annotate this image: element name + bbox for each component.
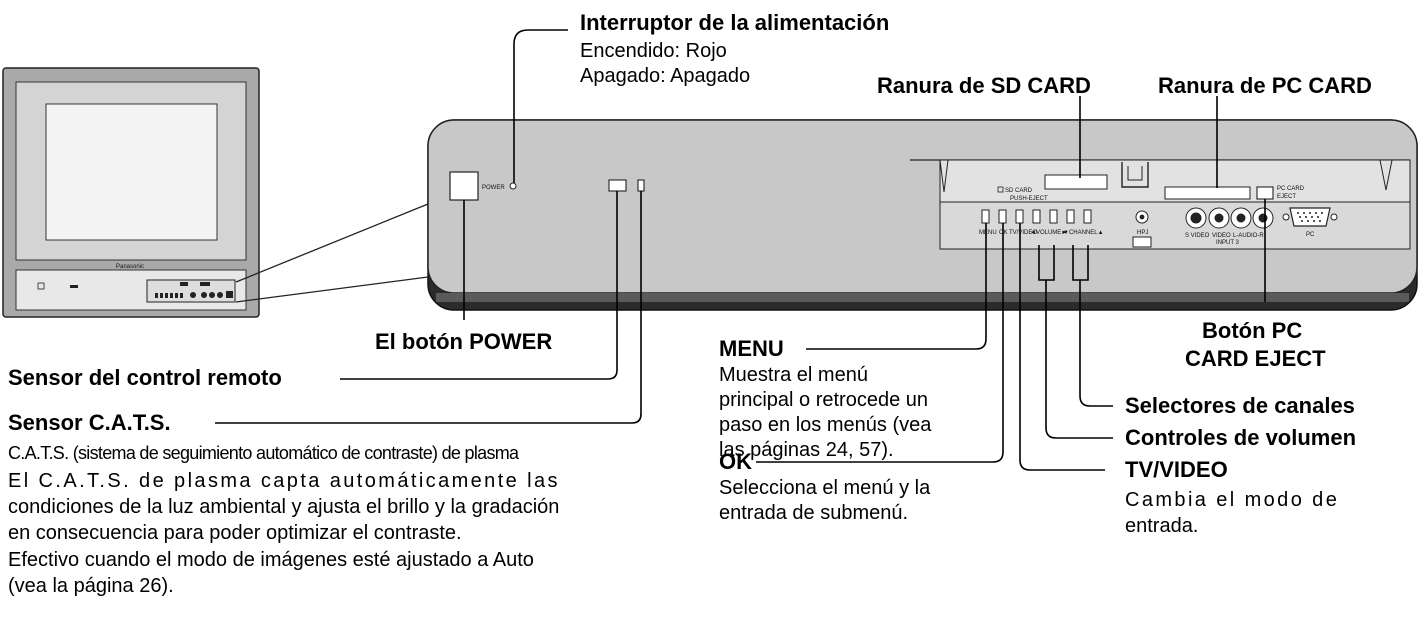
- cats-desc-line6: (vea la página 26).: [8, 575, 174, 597]
- menu-title: MENU: [719, 336, 784, 361]
- ok-desc-line1: Selecciona el menú y la: [719, 477, 931, 499]
- menu-desc-line3: paso en los menús (vea: [719, 414, 932, 436]
- power-switch-off-state: Apagado: Apagado: [580, 65, 751, 87]
- panel-label-pc: PC: [1306, 232, 1315, 238]
- remote-sensor: [608, 179, 627, 192]
- cats-sensor-title: Sensor C.A.T.S.: [8, 410, 171, 435]
- power-switch-title: Interruptor de la alimentación: [580, 10, 890, 35]
- panel-label-audio: L-AUDIO-R: [1233, 233, 1264, 239]
- menu-desc-line4: las páginas 24, 57).: [719, 439, 894, 461]
- pc-card-eject-button[interactable]: [1256, 186, 1274, 200]
- panel-label-input3: INPUT 3: [1216, 240, 1240, 246]
- ok-button[interactable]: [998, 209, 1007, 224]
- cats-desc-line4: en consecuencia para poder optimizar el …: [8, 522, 462, 544]
- zoom-connector-lines: [235, 203, 429, 303]
- volume-up-button[interactable]: [1049, 209, 1058, 224]
- cats-desc-line1: C.A.T.S. (sistema de seguimiento automát…: [8, 443, 519, 463]
- remote-sensor-label: Sensor del control remoto: [8, 365, 282, 390]
- tv-video-desc-line1: Cambia el modo de: [1125, 489, 1340, 511]
- menu-button[interactable]: [981, 209, 990, 224]
- panel-label-menu: MENU: [979, 230, 997, 236]
- tv-overview-illustration: Panasonic: [2, 67, 260, 318]
- menu-desc-line2: principal o retrocede un: [719, 389, 929, 411]
- channel-up-button[interactable]: [1083, 209, 1092, 224]
- panel-label-volume: ◄VOLUME►: [1030, 230, 1067, 236]
- sd-slot-label: Ranura de SD CARD: [877, 73, 1091, 98]
- volume-controls-label: Controles de volumen: [1125, 425, 1357, 450]
- power-button-label: El botón POWER: [375, 329, 553, 354]
- tv-video-button[interactable]: [1015, 209, 1024, 224]
- power-switch[interactable]: [449, 171, 479, 201]
- tv-brand-logo: Panasonic: [116, 264, 144, 270]
- panel-label-video: VIDEO: [1212, 233, 1231, 239]
- ok-desc-line2: entrada de submenú.: [719, 502, 909, 524]
- panel-label-sd-card: SD CARD: [1005, 188, 1033, 194]
- panel-label-s-video: S VIDEO: [1185, 233, 1210, 239]
- ok-title: OK: [719, 449, 752, 474]
- panel-label-channel: ▼CHANNEL▲: [1063, 230, 1104, 236]
- pc-eject-label-line1: Botón PC: [1202, 318, 1303, 343]
- front-panel-enlarged: POWER SD CARD PUSH-EJECT PC CARD EJECT: [427, 119, 1418, 311]
- pc-dsub-connector: [1289, 207, 1331, 227]
- sd-card-slot[interactable]: [1044, 174, 1108, 190]
- cats-sensor: [637, 179, 645, 192]
- panel-label-pc-card: PC CARD: [1277, 186, 1305, 192]
- panel-label-power: POWER: [482, 185, 505, 191]
- menu-desc-line1: Muestra el menú: [719, 364, 868, 386]
- volume-down-button[interactable]: [1032, 209, 1041, 224]
- pc-card-slot[interactable]: [1164, 186, 1251, 200]
- tv-video-title: TV/VIDEO: [1125, 457, 1228, 482]
- pc-slot-label: Ranura de PC CARD: [1158, 73, 1372, 98]
- cats-desc-line3: condiciones de la luz ambiental y ajusta…: [8, 496, 560, 518]
- callout-leader-lines: [215, 29, 1266, 471]
- panel-label-tv-video: TV/VIDEO: [1009, 230, 1037, 236]
- tv-video-desc-line2: entrada.: [1125, 515, 1199, 537]
- panel-label-push-eject: PUSH-EJECT: [1010, 196, 1048, 202]
- channel-down-button[interactable]: [1066, 209, 1075, 224]
- panel-label-eject: EJECT: [1277, 194, 1296, 200]
- channel-selectors-label: Selectores de canales: [1125, 393, 1355, 418]
- panel-label-hpj: HPJ: [1137, 230, 1148, 236]
- cats-desc-line2: El C.A.T.S. de plasma capta automáticame…: [8, 470, 560, 492]
- power-switch-on-state: Encendido: Rojo: [580, 40, 727, 62]
- pc-eject-label-line2: CARD EJECT: [1185, 346, 1326, 371]
- cats-desc-line5: Efectivo cuando el modo de imágenes esté…: [8, 549, 534, 571]
